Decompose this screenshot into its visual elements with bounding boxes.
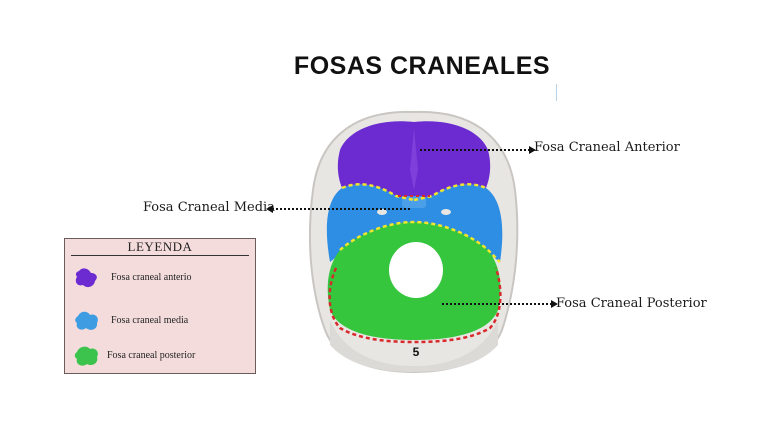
legend-title: LEYENDA (127, 239, 193, 254)
blue-blob-icon (75, 311, 98, 330)
legend-box: LEYENDA Fosa craneal anterio Fosa cranea… (64, 238, 256, 374)
sella-turcica (402, 196, 426, 208)
arrow-anterior (420, 146, 536, 154)
legend-item-media: Fosa craneal media (65, 308, 255, 336)
foramen-right (441, 209, 451, 215)
label-fosa-anterior: Fosa Craneal Anterior (534, 140, 680, 155)
label-fosa-media: Fosa Craneal Media (143, 200, 275, 215)
cursor-tick (556, 84, 557, 101)
fosa-media-region (326, 184, 503, 262)
arrow-media (266, 205, 410, 213)
crista-galli (410, 128, 418, 190)
green-blob-icon (74, 346, 98, 366)
legend-item-posterior: Fosa craneal posterior (65, 343, 255, 371)
skull-number: 5 (413, 345, 420, 359)
legend-label-media: Fosa craneal media (111, 315, 189, 326)
anterior-border-right (413, 183, 487, 202)
label-fosa-posterior: Fosa Craneal Posterior (556, 296, 707, 311)
purple-blob-icon (75, 268, 97, 288)
legend-label-anterior: Fosa craneal anterio (111, 272, 192, 283)
legend-divider (71, 255, 249, 256)
anterior-border-left (341, 183, 415, 202)
posterior-border-top (339, 220, 501, 263)
legend-label-posterior: Fosa craneal posterior (107, 350, 196, 361)
foramen-magnum (389, 242, 443, 298)
legend-item-anterior: Fosa craneal anterio (65, 265, 255, 293)
page-title: FOSAS CRANEALES (293, 52, 551, 80)
posterior-border-bottom (328, 267, 502, 344)
foramen-left (377, 209, 387, 215)
arrow-posterior (442, 300, 558, 308)
